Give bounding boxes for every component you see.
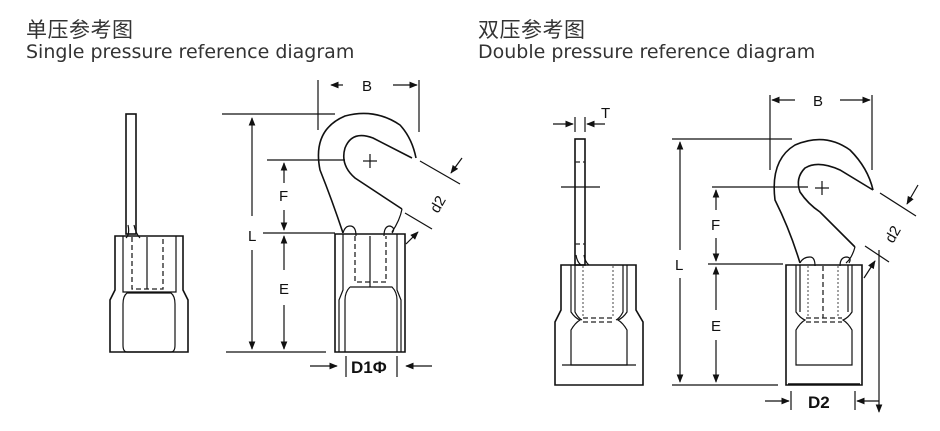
- single-front-neck: [342, 225, 395, 237]
- double-pressure-title-block: 双压参考图 Double pressure reference diagram: [478, 19, 815, 63]
- single-dim-f-label: F: [279, 188, 288, 205]
- double-dim-l-label: L: [675, 257, 683, 274]
- double-dimensions: T B L F E d2 D2: [553, 93, 919, 413]
- single-dim-d2-label: d2: [427, 193, 450, 216]
- single-dim-b-label: B: [362, 78, 372, 95]
- single-hook-inner-curve: [342, 134, 413, 210]
- single-side-tongue: [125, 113, 137, 235]
- double-front-view: [773, 138, 874, 386]
- double-dim-b-label: B: [813, 93, 823, 110]
- double-dim-d2-width-label: D2: [808, 393, 830, 412]
- double-dim-d2-label: d2: [882, 223, 905, 246]
- single-side-sleeve: [109, 235, 189, 353]
- single-dim-l-label: L: [248, 228, 256, 245]
- single-dim-d1-label: D1Φ: [351, 358, 387, 377]
- single-side-insulation: [122, 292, 176, 353]
- single-side-view: [109, 113, 189, 353]
- double-dim-e-label: E: [711, 318, 721, 335]
- double-title-cn: 双压参考图: [478, 18, 586, 42]
- single-front-insulation: [344, 286, 398, 352]
- single-hook-outer: [317, 112, 417, 234]
- single-front-barrel-dashed: [354, 236, 387, 283]
- single-front-view: [317, 112, 417, 353]
- single-front-sleeve: [334, 233, 406, 353]
- double-title-en: Double pressure reference diagram: [478, 41, 816, 63]
- single-title-en: Single pressure reference diagram: [26, 41, 355, 63]
- single-dimensions: B L F E d2 D1Φ: [222, 78, 463, 377]
- double-side-view: [554, 138, 644, 386]
- single-dim-e-label: E: [279, 281, 289, 298]
- double-hook-outer: [773, 138, 874, 264]
- double-side-tongue: [574, 138, 586, 266]
- double-front-sleeve: [785, 264, 863, 386]
- single-side-neck: [125, 224, 141, 239]
- single-side-inner: [122, 236, 177, 293]
- double-dim-t-label: T: [601, 105, 610, 122]
- single-pressure-title-block: 单压参考图 Single pressure reference diagram: [26, 19, 354, 63]
- single-title-cn: 单压参考图: [26, 18, 134, 42]
- double-hook-inner: [797, 163, 874, 248]
- double-dim-f-label: F: [711, 217, 720, 234]
- double-side-sleeve: [554, 264, 644, 386]
